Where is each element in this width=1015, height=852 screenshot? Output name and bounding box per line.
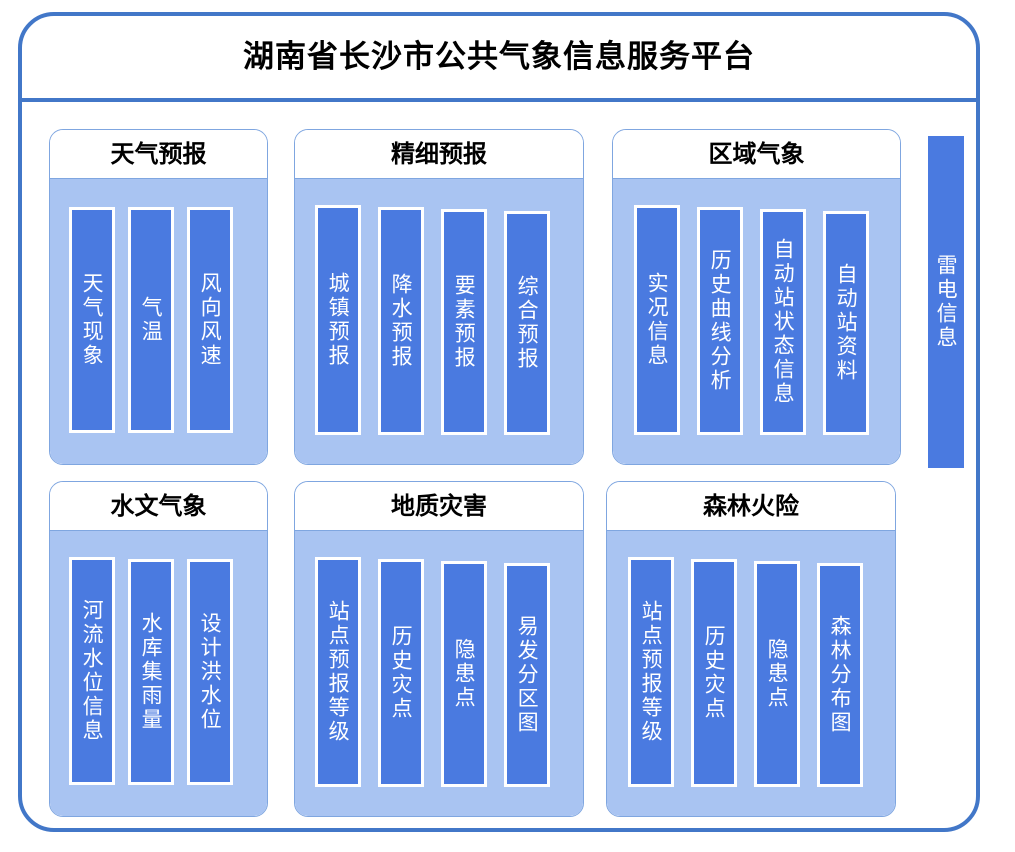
panel-body: 站点预报等级 历史灾点 隐患点 森林分布图 — [607, 530, 895, 816]
panel-title: 精细预报 — [391, 140, 487, 168]
item-bar-label: 历史灾点 — [389, 625, 414, 721]
item-bar[interactable]: 历史灾点 — [691, 559, 737, 787]
panel-header: 天气预报 — [50, 130, 267, 178]
item-bar-label: 森林分布图 — [828, 615, 853, 735]
page-title: 湖南省长沙市公共气象信息服务平台 — [243, 38, 755, 75]
item-bar-label: 水库集雨量 — [139, 612, 164, 732]
item-bar-lightning-information[interactable]: 雷电信息 — [928, 136, 964, 468]
item-bar[interactable]: 实况信息 — [634, 205, 680, 435]
item-bar[interactable]: 气温 — [128, 207, 174, 433]
item-bar-label: 站点预报等级 — [639, 600, 664, 744]
panel-items: 实况信息 历史曲线分析 自动站状态信息 自动站资料 — [613, 179, 900, 464]
item-bar[interactable]: 自动站资料 — [823, 211, 869, 435]
panel-title: 地质灾害 — [391, 492, 487, 520]
item-bar[interactable]: 综合预报 — [504, 211, 550, 435]
panel-regional-meteorology[interactable]: 区域气象 实况信息 历史曲线分析 自动站状态信息 自动站资料 — [612, 129, 901, 465]
panel-body: 天气现象 气温 风向风速 — [50, 178, 267, 464]
panel-body: 城镇预报 降水预报 要素预报 综合预报 — [295, 178, 583, 464]
panel-header: 水文气象 — [50, 482, 267, 530]
panel-body: 站点预报等级 历史灾点 隐患点 易发分区图 — [295, 530, 583, 816]
item-bar[interactable]: 设计洪水位 — [187, 559, 233, 785]
item-bar[interactable]: 降水预报 — [378, 207, 424, 435]
item-bar[interactable]: 森林分布图 — [817, 563, 863, 787]
item-bar-label: 站点预报等级 — [326, 600, 351, 744]
item-bar-label: 隐患点 — [452, 638, 477, 710]
item-bar-label: 易发分区图 — [515, 615, 540, 735]
item-bar-label: 自动站资料 — [834, 263, 859, 383]
panel-geological-hazard[interactable]: 地质灾害 站点预报等级 历史灾点 隐患点 易发分区图 — [294, 481, 584, 817]
item-bar[interactable]: 隐患点 — [754, 561, 800, 787]
item-bar-label: 实况信息 — [645, 272, 670, 368]
item-bar-label: 河流水位信息 — [80, 599, 105, 743]
item-bar[interactable]: 天气现象 — [69, 207, 115, 433]
item-bar-label: 气温 — [139, 296, 164, 344]
panel-items: 城镇预报 降水预报 要素预报 综合预报 — [295, 179, 583, 464]
panel-title: 天气预报 — [110, 140, 207, 168]
panel-forest-fire-risk[interactable]: 森林火险 站点预报等级 历史灾点 隐患点 森林分布图 — [606, 481, 896, 817]
item-bar-label: 城镇预报 — [326, 272, 351, 368]
panel-title: 水文气象 — [110, 492, 207, 520]
item-bar-label: 自动站状态信息 — [771, 238, 796, 406]
item-bar-label: 要素预报 — [452, 274, 477, 370]
item-bar[interactable]: 站点预报等级 — [315, 557, 361, 787]
item-bar[interactable]: 历史灾点 — [378, 559, 424, 787]
item-bar-label: 雷电信息 — [934, 254, 959, 350]
panel-items: 站点预报等级 历史灾点 隐患点 森林分布图 — [607, 531, 895, 816]
panel-header: 精细预报 — [295, 130, 583, 178]
item-bar[interactable]: 站点预报等级 — [628, 557, 674, 787]
platform-container: 湖南省长沙市公共气象信息服务平台 天气预报 天气现象 气温 风向风速 — [18, 12, 980, 832]
panel-items: 天气现象 气温 风向风速 — [50, 179, 267, 464]
panel-title: 区域气象 — [708, 140, 805, 168]
item-bar[interactable]: 风向风速 — [187, 207, 233, 433]
item-bar-label: 降水预报 — [389, 273, 414, 369]
panel-header: 森林火险 — [607, 482, 895, 530]
item-bar[interactable]: 历史曲线分析 — [697, 207, 743, 435]
item-bar[interactable]: 自动站状态信息 — [760, 209, 806, 435]
panel-body: 河流水位信息 水库集雨量 设计洪水位 — [50, 530, 267, 816]
item-bar-label: 风向风速 — [198, 272, 223, 368]
item-bar-label: 历史曲线分析 — [708, 249, 733, 393]
item-bar-label: 设计洪水位 — [198, 612, 223, 732]
panel-body: 实况信息 历史曲线分析 自动站状态信息 自动站资料 — [613, 178, 900, 464]
item-bar[interactable]: 城镇预报 — [315, 205, 361, 435]
panel-hydrometeorology[interactable]: 水文气象 河流水位信息 水库集雨量 设计洪水位 — [49, 481, 268, 817]
item-bar-label: 天气现象 — [80, 272, 105, 368]
item-bar[interactable]: 河流水位信息 — [69, 557, 115, 785]
item-bar[interactable]: 水库集雨量 — [128, 559, 174, 785]
panel-items: 站点预报等级 历史灾点 隐患点 易发分区图 — [295, 531, 583, 816]
panel-header: 地质灾害 — [295, 482, 583, 530]
panel-header: 区域气象 — [613, 130, 900, 178]
item-bar[interactable]: 易发分区图 — [504, 563, 550, 787]
panel-items: 河流水位信息 水库集雨量 设计洪水位 — [50, 531, 267, 816]
platform-title-bar: 湖南省长沙市公共气象信息服务平台 — [22, 16, 976, 102]
item-bar-label: 隐患点 — [765, 638, 790, 710]
item-bar-label: 综合预报 — [515, 275, 540, 371]
panel-weather-forecast[interactable]: 天气预报 天气现象 气温 风向风速 — [49, 129, 268, 465]
item-bar-label: 历史灾点 — [702, 625, 727, 721]
item-bar[interactable]: 要素预报 — [441, 209, 487, 435]
item-bar[interactable]: 隐患点 — [441, 561, 487, 787]
panel-fine-forecast[interactable]: 精细预报 城镇预报 降水预报 要素预报 综合预报 — [294, 129, 584, 465]
panel-title: 森林火险 — [703, 492, 799, 520]
